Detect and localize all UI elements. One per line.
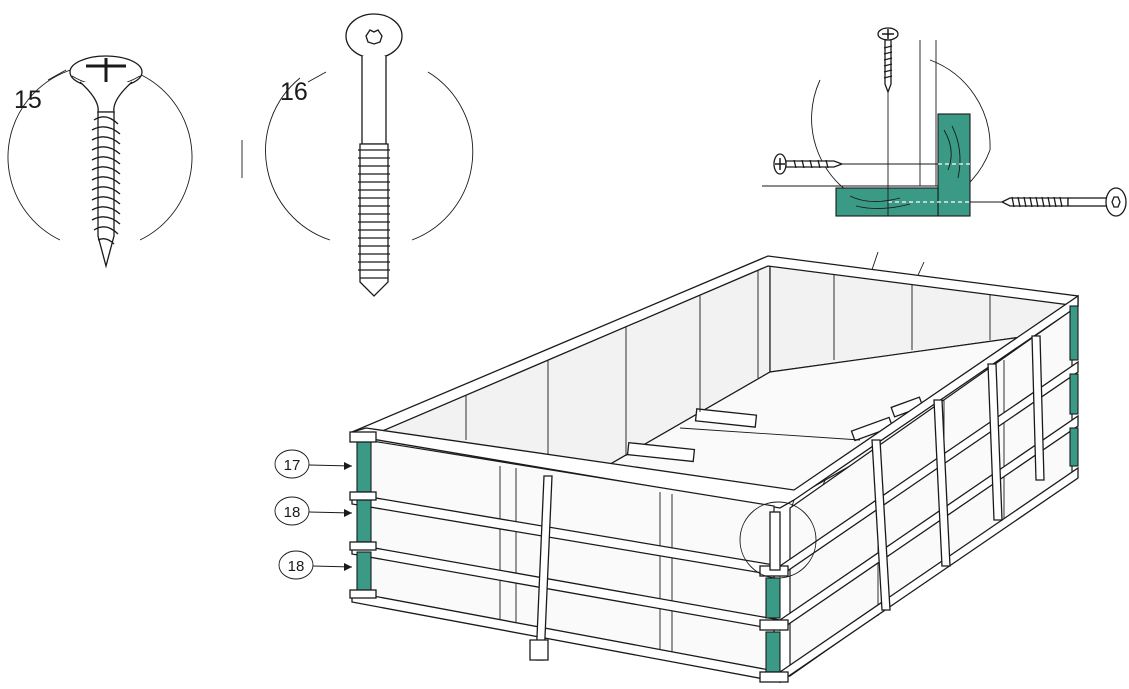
- post-right-middle: [765, 577, 781, 619]
- diagonal-braces: [529, 335, 1045, 661]
- screw-15-icon: [69, 55, 143, 269]
- back-panel-seams: [465, 266, 991, 460]
- corner-joint-detail: [762, 27, 1127, 519]
- screw-16-label: 16: [280, 78, 308, 106]
- screw-15-label: 15: [14, 86, 42, 114]
- screw-16-icon: [345, 13, 403, 297]
- screw-16-circle-left: [265, 77, 331, 241]
- front-panel-seams: [499, 466, 673, 658]
- post-18-middle: [356, 497, 372, 543]
- callout-17: 17: [274, 449, 353, 479]
- post-back-upper: [1069, 305, 1079, 361]
- detail-lag-screw-icon: [970, 187, 1127, 217]
- torx-drive-icon: [365, 29, 383, 45]
- post-18-lower: [356, 551, 372, 593]
- corner-posts-left: [356, 439, 372, 593]
- post-right-lower: [765, 631, 781, 673]
- corner-posts-back-right: [1069, 305, 1079, 467]
- floor-brackets: [599, 396, 924, 501]
- detail-screw-vertical-icon: [877, 27, 899, 216]
- screw-16-circle-right: [411, 71, 474, 241]
- corner-highlight-circle: [739, 501, 817, 579]
- pool-frame: [349, 255, 1079, 684]
- callout-18-middle: 18: [274, 496, 353, 526]
- post-back-lower: [1069, 427, 1079, 467]
- vertical-post-section: [937, 113, 971, 217]
- detail-screw-horizontal-icon: [773, 153, 938, 175]
- screw-16-detail: 16: [241, 13, 474, 297]
- right-rails: [779, 360, 1079, 684]
- callout-18-bottom-label: 18: [288, 558, 305, 575]
- callout-18-bottom: 18: [278, 550, 353, 580]
- post-back-middle: [1069, 373, 1079, 415]
- screw-15-detail: 15: [7, 55, 193, 269]
- horizontal-rail-section: [835, 187, 939, 217]
- post-17-upper: [356, 439, 372, 493]
- screw-16-leader: [307, 71, 327, 83]
- front-rails: [351, 493, 781, 683]
- corner-brackets: [349, 431, 789, 683]
- callout-18-middle-label: 18: [284, 504, 301, 521]
- corner-posts-right: [765, 577, 781, 673]
- callout-17-label: 17: [284, 457, 301, 474]
- screw-15-leader: [47, 69, 67, 81]
